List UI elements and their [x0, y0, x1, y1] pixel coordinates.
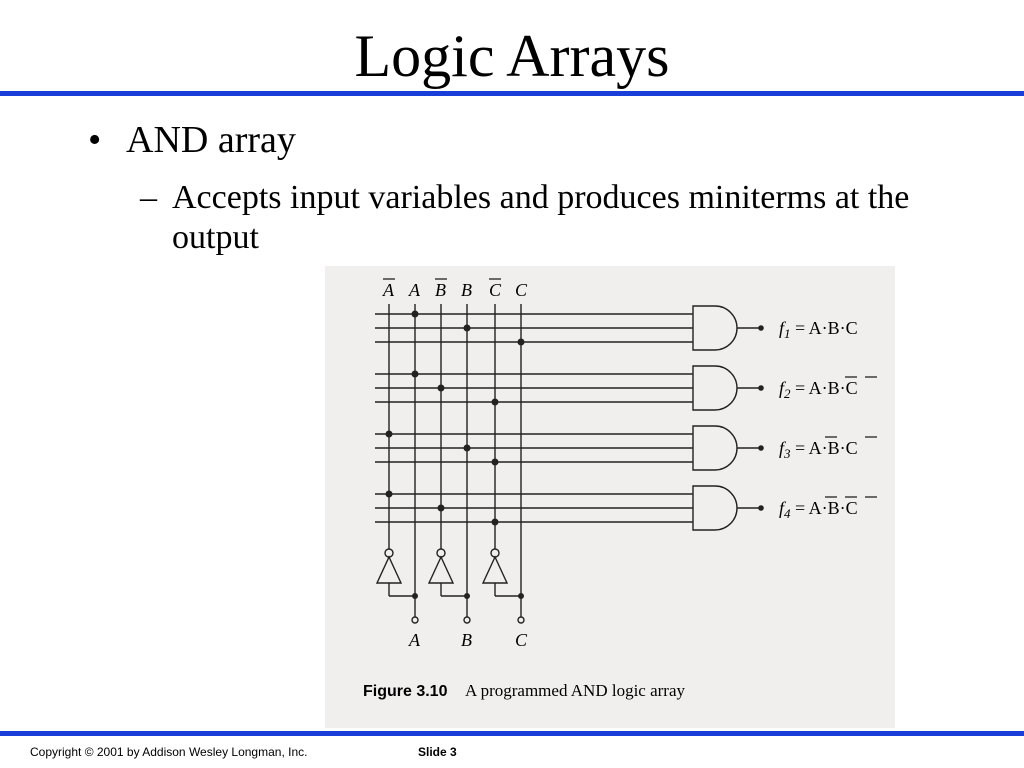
output-name: f	[779, 438, 787, 458]
output-name: f	[779, 318, 787, 338]
bullet-dot: •	[88, 119, 102, 161]
output-terminal	[758, 505, 764, 511]
and-gate	[692, 425, 738, 471]
input-terminal	[411, 616, 419, 624]
programmed-connection	[385, 490, 393, 498]
output-name: f	[779, 378, 787, 398]
line-label: C	[489, 280, 502, 300]
input-label: A	[408, 630, 421, 650]
sub-bullet-item: – Accepts input variables and produces m…	[140, 178, 960, 258]
output-label: f2 = A·B·C	[779, 378, 858, 401]
programmed-connection	[491, 398, 499, 406]
line-label: A	[408, 280, 421, 300]
connection-dot	[518, 593, 524, 599]
output-terminal	[758, 385, 764, 391]
connection-dot	[412, 593, 418, 599]
output-label: f1 = A·B·C	[779, 318, 858, 341]
sub-bullet-text: Accepts input variables and produces min…	[172, 179, 910, 256]
and-array-figure: Figure 3.10 A programmed AND logic array…	[325, 266, 895, 728]
bottom-divider	[0, 731, 1024, 736]
programmed-connection	[437, 504, 445, 512]
line-label: B	[435, 280, 446, 300]
inverter-triangle	[427, 555, 455, 584]
and-array-diagram: Figure 3.10 A programmed AND logic array…	[363, 278, 877, 700]
output-index: 4	[784, 506, 791, 521]
slide-title: Logic Arrays	[354, 23, 670, 89]
programmed-connection	[491, 458, 499, 466]
connection-dot	[464, 593, 470, 599]
programmed-connection	[463, 324, 471, 332]
and-gate	[692, 305, 738, 351]
programmed-connection	[437, 384, 445, 392]
inverter-triangle	[481, 555, 509, 584]
line-label: B	[461, 280, 472, 300]
slide-number: Slide 3	[418, 745, 457, 759]
output-terminal	[758, 445, 764, 451]
figure-caption-number: Figure 3.10	[363, 683, 448, 700]
sub-bullet-dash: –	[140, 179, 157, 216]
line-label: A	[382, 280, 395, 300]
output-label: f4 = A·B·C	[779, 498, 858, 521]
output-index: 3	[783, 446, 791, 461]
programmed-connection	[411, 310, 419, 318]
programmed-connection	[463, 444, 471, 452]
and-gate	[692, 485, 738, 531]
output-index: 2	[784, 386, 791, 401]
programmed-connection	[517, 338, 525, 346]
output-name: f	[779, 498, 787, 518]
copyright-text: Copyright © 2001 by Addison Wesley Longm…	[30, 745, 308, 759]
output-expression: = A·B·C	[791, 438, 858, 458]
output-terminal	[758, 325, 764, 331]
output-expression: = A·B·C	[791, 378, 858, 398]
input-label: C	[515, 630, 528, 650]
inverter-triangle	[375, 555, 403, 584]
output-index: 1	[784, 326, 791, 341]
line-label: C	[515, 280, 528, 300]
figure-caption-text: A programmed AND logic array	[465, 681, 685, 700]
bullet-item: • AND array	[88, 118, 296, 162]
input-label: B	[461, 630, 472, 650]
input-terminal	[517, 616, 525, 624]
output-label: f3 = A·B·C	[779, 438, 858, 461]
top-divider	[0, 91, 1024, 96]
and-gate	[692, 365, 738, 411]
diagram-wires	[375, 278, 877, 624]
bullet-text: AND array	[126, 119, 296, 161]
programmed-connection	[491, 518, 499, 526]
programmed-connection	[411, 370, 419, 378]
input-terminal	[463, 616, 471, 624]
output-expression: = A·B·C	[791, 318, 858, 338]
programmed-connection	[385, 430, 393, 438]
output-expression: = A·B·C	[791, 498, 858, 518]
